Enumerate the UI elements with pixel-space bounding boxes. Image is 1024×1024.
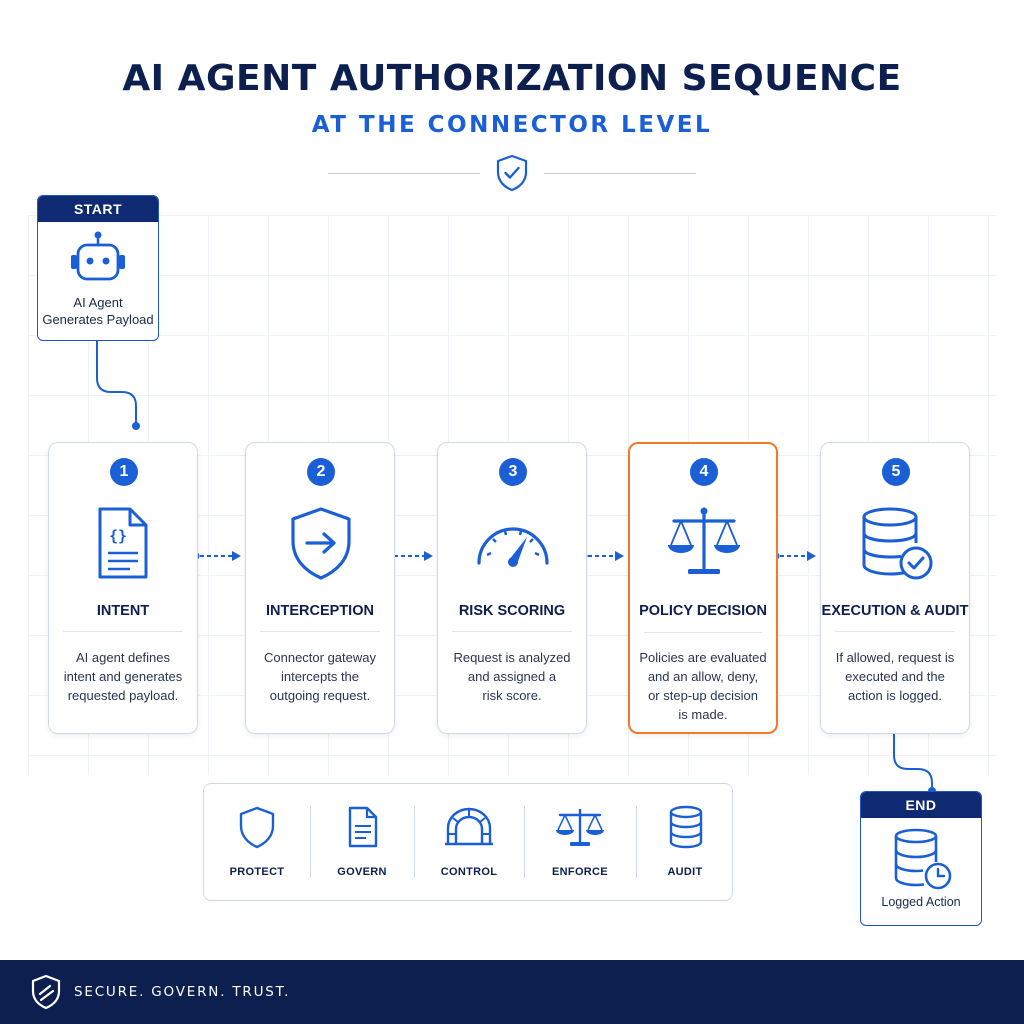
step-number: 2: [307, 458, 335, 486]
code-document-icon: {}: [98, 507, 148, 579]
gauge-icon: [477, 527, 549, 567]
database-icon: [669, 805, 703, 849]
step-title: EXECUTION & AUDIT: [821, 603, 969, 619]
page-subtitle: AT THE CONNECTOR LEVEL: [311, 112, 713, 138]
legend-item-enforce: ENFORCE: [524, 784, 636, 902]
end-node: END Logged Action: [860, 791, 982, 926]
shield-arrow-icon: [291, 507, 351, 580]
desc-line: Request is analyzed: [453, 650, 571, 665]
scales-icon: [668, 507, 740, 574]
robot-icon: [71, 231, 125, 281]
desc-line: requested payload.: [67, 688, 179, 703]
pillars-legend: PROTECT GOVERN CONTROL: [203, 783, 733, 901]
legend-item-govern: GOVERN: [310, 784, 414, 902]
step-title: POLICY DECISION: [639, 603, 767, 619]
step-description: Connector gateway intercepts the outgoin…: [254, 648, 386, 705]
step-description: If allowed, request is executed and the …: [829, 648, 961, 705]
step-divider: [260, 631, 380, 632]
legend-item-audit: AUDIT: [636, 784, 734, 902]
document-icon: [348, 806, 378, 848]
database-check-icon: [862, 507, 933, 580]
footer-tagline: SECURE. GOVERN. TRUST.: [74, 984, 291, 1000]
step-divider: [644, 632, 762, 633]
step-title: INTERCEPTION: [266, 603, 374, 619]
legend-label: PROTECT: [229, 866, 285, 878]
step-card-policy-decision: 4 POLICY DECISION Policies are evaluated…: [628, 442, 778, 734]
step-number: 3: [499, 458, 527, 486]
step-divider: [63, 631, 183, 632]
desc-line: Connector gateway: [263, 650, 376, 665]
page-title: AI AGENT AUTHORIZATION SEQUENCE: [122, 58, 902, 99]
shield-icon: [239, 806, 275, 849]
legend-label: AUDIT: [667, 866, 703, 878]
desc-line: executed and the: [845, 669, 945, 684]
legend-item-control: CONTROL: [414, 784, 524, 902]
step-number: 1: [110, 458, 138, 486]
footer-bar: SECURE. GOVERN. TRUST.: [0, 960, 1024, 1024]
desc-line: action is logged.: [848, 688, 942, 703]
legend-divider: [636, 806, 637, 878]
legend-label: ENFORCE: [552, 866, 608, 878]
shield-logo-icon: [31, 974, 61, 1010]
svg-text:{}: {}: [109, 527, 127, 545]
start-text-line2: Generates Payload: [42, 312, 154, 327]
end-label: END: [861, 792, 981, 818]
desc-line: intercepts the: [280, 669, 360, 684]
legend-divider: [310, 806, 311, 878]
legend-item-protect: PROTECT: [204, 784, 310, 902]
step-card-intent: 1 {} INTENT AI agent defines intent and …: [48, 442, 198, 734]
gateway-arch-icon: [445, 807, 493, 846]
start-node: START AI Agent Generates Payload: [37, 195, 159, 341]
step-card-risk-scoring: 3 RISK SCORING Request is analyzed and a…: [437, 442, 587, 734]
desc-line: is made.: [678, 707, 728, 722]
step-number: 5: [882, 458, 910, 486]
desc-line: or step-up decision: [648, 688, 758, 703]
step-number: 4: [690, 458, 718, 486]
legend-label: CONTROL: [440, 866, 498, 878]
end-text: Logged Action: [881, 895, 961, 909]
step-card-interception: 2 INTERCEPTION Connector gateway interce…: [245, 442, 395, 734]
desc-line: AI agent defines: [76, 650, 170, 665]
step-description: Request is analyzed and assigned a risk …: [446, 648, 578, 705]
step-card-execution-audit: 5 EXECUTION & AUDIT If allowed, request …: [820, 442, 970, 734]
title-divider-left: [328, 173, 480, 174]
step-description: AI agent defines intent and generates re…: [57, 648, 189, 705]
desc-line: risk score.: [482, 688, 542, 703]
legend-divider: [414, 806, 415, 878]
database-clock-icon: [894, 828, 952, 890]
step-description: Policies are evaluated and an allow, den…: [638, 648, 768, 724]
shield-check-icon: [496, 154, 528, 192]
desc-line: Policies are evaluated: [639, 650, 767, 665]
scales-icon: [556, 809, 604, 846]
step-divider: [835, 631, 955, 632]
desc-line: outgoing request.: [269, 688, 371, 703]
start-text-line1: AI Agent: [73, 295, 123, 310]
legend-label: GOVERN: [337, 866, 387, 878]
start-label: START: [38, 196, 158, 222]
step-divider: [452, 631, 572, 632]
desc-line: intent and generates: [63, 669, 183, 684]
desc-line: If allowed, request is: [835, 650, 955, 665]
step-title: RISK SCORING: [458, 603, 566, 619]
step-title: INTENT: [96, 603, 150, 619]
desc-line: and assigned a: [467, 669, 557, 684]
title-divider-right: [544, 173, 696, 174]
legend-divider: [524, 806, 525, 878]
desc-line: and an allow, deny,: [647, 669, 759, 684]
